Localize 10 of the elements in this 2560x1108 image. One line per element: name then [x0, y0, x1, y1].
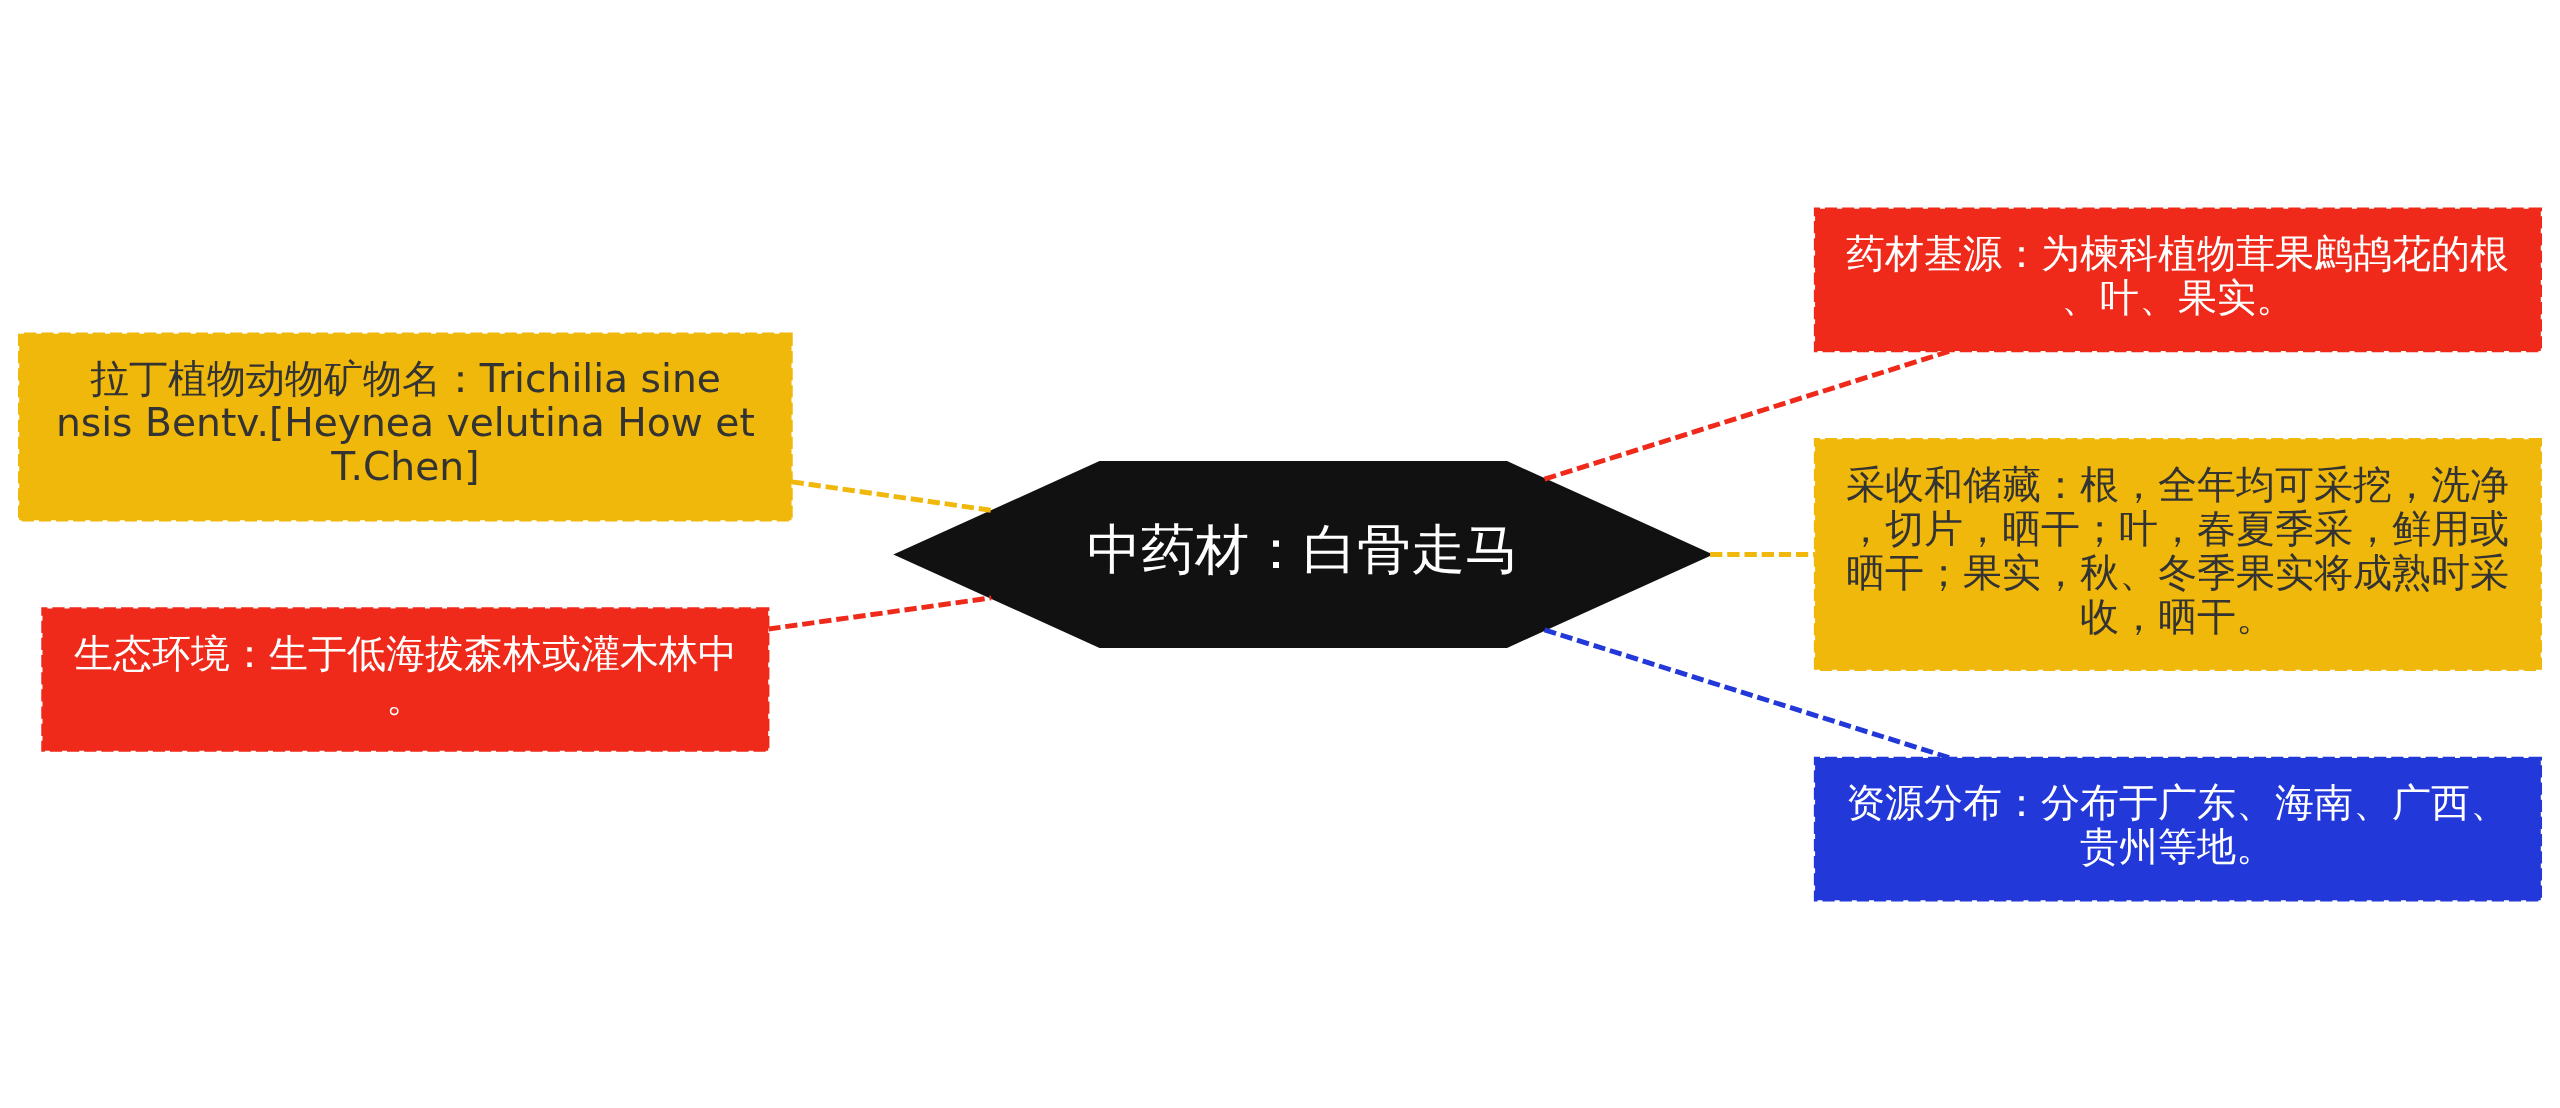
connector — [1710, 551, 1816, 557]
connector — [1543, 627, 1951, 760]
connector — [768, 594, 992, 631]
node-box: 生态环境：生于低海拔森林或灌木林中。 — [41, 606, 770, 752]
node-box: 资源分布：分布于广东、海南、广西、贵州等地。 — [1813, 756, 2543, 901]
connector — [1543, 348, 1951, 481]
connector — [791, 478, 993, 513]
node-box: 拉丁植物动物矿物名：Trichilia sinensis Bentv.[Heynea velutina How et T.Chen] — [17, 332, 793, 521]
node-box: 采收和储藏：根，全年均可采挖，洗净，切片，晒干；叶，春夏季采，鲜用或晒干；果实，秋、冬季果实将成熟时采收，晒干。 — [1813, 437, 2543, 671]
node-box: 药材基源：为楝科植物茸果鹧鸪花的根、叶、果实。 — [1813, 207, 2543, 352]
